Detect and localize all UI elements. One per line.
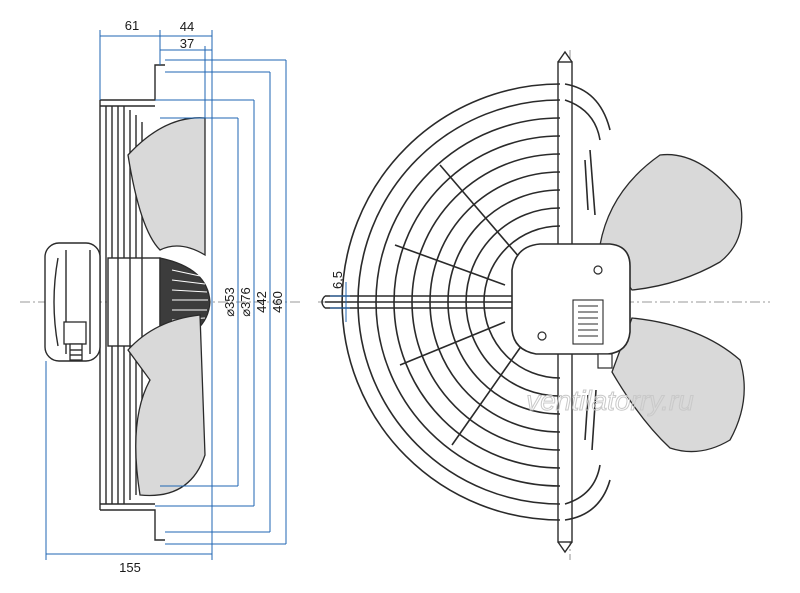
side-blades [127, 117, 206, 497]
screw-icon [537, 331, 547, 341]
screw-icon [593, 265, 603, 275]
side-motor [44, 242, 101, 362]
watermark-text: ventilatorry.ru [526, 385, 694, 416]
front-grille-struts [394, 164, 523, 446]
front-dim-6-5: 6,5 [330, 271, 350, 322]
front-view: 6,5 ventilatorry.ru [318, 50, 770, 560]
front-blades [599, 153, 745, 453]
dim-442-label: 442 [254, 291, 269, 313]
side-dimensions: 61 44 37 155 ⌀353 ⌀376 442 460 [45, 18, 287, 575]
dim-353-label: ⌀353 [222, 287, 237, 317]
dim-37-label: 37 [180, 36, 194, 51]
dim-376-label: ⌀376 [238, 287, 253, 317]
nameplate-icon [572, 299, 604, 345]
front-grille-rings [341, 83, 611, 521]
dim-61-label: 61 [125, 18, 139, 33]
front-motor-box [511, 243, 631, 369]
dim-460-label: 460 [270, 291, 285, 313]
dim-44-label: 44 [180, 19, 194, 34]
dim-155-label: 155 [119, 560, 141, 575]
dim-6-5-label: 6,5 [330, 271, 345, 289]
side-view: 61 44 37 155 ⌀353 ⌀376 442 460 [20, 18, 300, 575]
side-mount-bottom [100, 509, 165, 541]
side-mount-top [100, 64, 165, 101]
